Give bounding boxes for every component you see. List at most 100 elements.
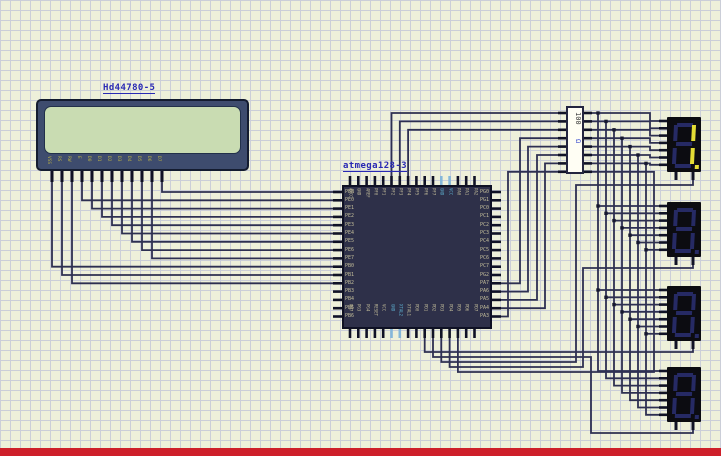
mcu-reference-label[interactable]: atmega128-3 [343,161,408,172]
mcu-pin-label: PF5 [414,188,420,196]
mcu-pin-label: PG0 [479,188,489,195]
wire[interactable] [423,338,694,353]
wire[interactable] [141,182,333,252]
lcd-display-hd44780[interactable] [36,99,249,171]
lcd-pin-label: D0 [86,156,92,162]
mcu-pin-label: GND [389,304,395,312]
wire[interactable] [501,137,558,285]
junction-dot [612,218,616,223]
wire[interactable] [432,338,694,434]
wire[interactable] [111,182,333,227]
mcu-pin-label: PE6 [345,246,355,253]
wire[interactable] [592,120,659,380]
seven-segment-display-1[interactable] [667,117,701,172]
wire[interactable] [407,128,558,176]
wire[interactable] [501,170,558,318]
wire[interactable] [592,128,659,387]
wire[interactable] [592,154,659,409]
mcu-pin-label: PD5 [455,304,461,312]
wire[interactable] [622,137,659,144]
segment-dp [694,250,699,254]
mcu-pin-label: PA7 [479,279,489,286]
mcu-pin-label: PE1 [345,205,355,212]
junction-dot [636,324,640,329]
mcu-pin-label: PC2 [479,221,489,228]
mcu-pin-label: PC7 [479,263,489,270]
mcu-pin-label: PF3 [397,188,403,196]
segment-dp [694,415,699,419]
wire[interactable] [91,182,333,210]
junction-dot [612,302,616,307]
junction-dot [636,240,640,245]
segment-dp-lit [694,165,699,169]
wire[interactable] [101,182,333,218]
wire[interactable] [448,265,694,368]
seven-segment-display-3[interactable] [667,286,701,341]
lcd-pin-label: E [76,156,82,159]
junction-dot [596,204,600,208]
mcu-pin-label: PF1 [381,188,386,196]
junction-dot [604,119,608,124]
wire[interactable] [131,182,333,243]
mcu-pin-label: RESET [372,304,378,317]
wire[interactable] [638,154,659,159]
wire[interactable] [592,137,659,394]
wire[interactable] [121,182,333,235]
wire[interactable] [592,162,659,416]
wire[interactable] [398,120,558,176]
wire[interactable] [81,182,333,202]
mcu-pin-label: PD7 [472,304,478,312]
wire[interactable] [390,112,559,176]
wire[interactable] [440,180,694,363]
wire[interactable] [646,162,659,166]
junction-dot [620,226,624,230]
mcu-pin-label: PB7 [348,304,353,312]
segment-d [674,249,691,253]
segment-e [671,317,677,333]
wire[interactable] [151,182,333,260]
segment-f [673,210,679,226]
wire[interactable] [592,145,659,402]
wire[interactable] [630,145,659,152]
lcd-pin-label: D4 [126,156,132,162]
mcu-pin-label: PE0 [345,196,355,203]
mcu-pin-label: PG1 [479,196,489,203]
segment-d [674,164,691,168]
wire[interactable] [501,154,558,301]
junction-dot [596,288,600,292]
mcu-pin-label: PB0 [345,263,355,270]
resistor-pack[interactable]: 100 Ω [566,106,584,174]
wire[interactable] [614,128,659,137]
mcu-atmega128[interactable] [342,185,492,329]
wire[interactable] [456,170,655,373]
mcu-pin-label: PB3 [345,288,355,295]
mcu-pin-label: GND [439,188,445,196]
lcd-reference-label[interactable]: Hd44780-5 [103,83,156,94]
resistor-unit-label: Ω [574,139,582,144]
wire[interactable] [592,112,659,372]
wire[interactable] [598,112,659,122]
segment-dp [694,334,699,338]
junction-dot [612,128,616,132]
segment-e [671,148,677,164]
segment-g [675,311,693,315]
junction-dot [644,161,648,166]
wire[interactable] [606,120,659,130]
wire[interactable] [501,162,558,310]
seven-segment-display-2[interactable] [667,202,701,257]
segment-a [676,123,694,127]
segment-f [673,125,679,141]
wire[interactable] [61,182,333,276]
wire[interactable] [71,182,333,285]
mcu-pin-label: PD4 [447,304,453,312]
status-bar [0,448,721,456]
mcu-pin-label: PA5 [479,296,489,303]
wire[interactable] [51,182,333,268]
wire[interactable] [501,145,558,293]
wire[interactable] [161,182,333,193]
lcd-pin-label: D7 [156,156,162,162]
mcu-pin-label: PG3 [356,304,362,312]
seven-segment-display-4[interactable] [667,367,701,422]
